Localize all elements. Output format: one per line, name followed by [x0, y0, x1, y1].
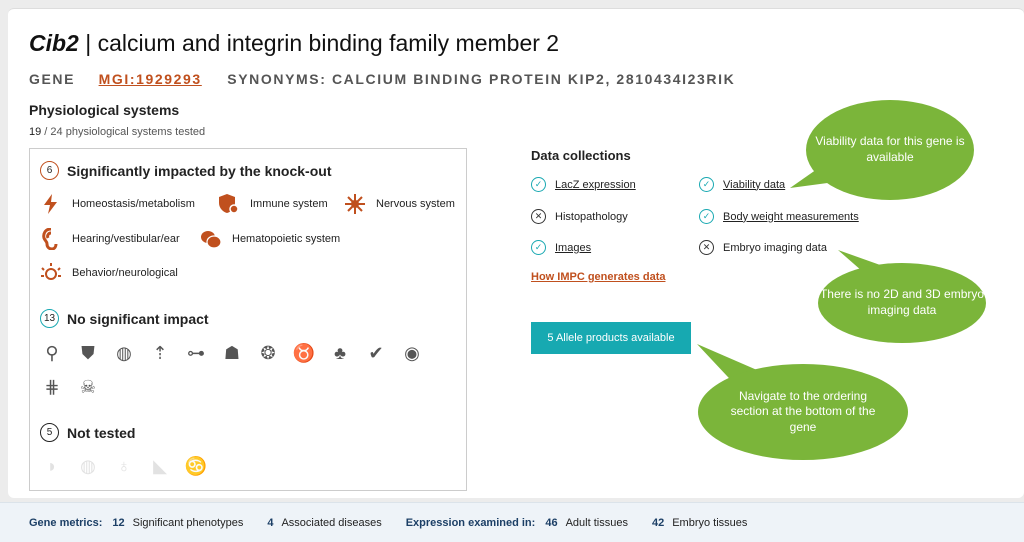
- check-icon: ✓: [531, 240, 546, 255]
- embryo-imaging-callout: There is no 2D and 3D embryo imaging dat…: [818, 263, 986, 343]
- collection-lacz: ✓ LacZ expression: [531, 177, 636, 192]
- check-icon: ✓: [699, 209, 714, 224]
- no-impact-icon-row-2: ⋕ ☠: [40, 375, 100, 399]
- system-hearing[interactable]: Hearing/vestibular/ear: [40, 228, 180, 250]
- how-impc-generates-data-link[interactable]: How IMPC generates data: [531, 271, 666, 283]
- associated-diseases-count: 4: [267, 516, 274, 529]
- tested-count: 19: [29, 126, 42, 138]
- behavior-icon: [40, 262, 62, 284]
- cross-icon: ✕: [531, 209, 546, 224]
- lungs-icon: ♋: [184, 455, 208, 476]
- collection-body-weight: ✓ Body weight measurements: [699, 209, 859, 224]
- not-tested-icon-row: ◗ ◍ ♁ ◣ ♋: [40, 454, 208, 478]
- gene-metrics-bar: Gene metrics: 12 Significant phenotypes …: [0, 502, 1024, 542]
- significant-title: Significantly impacted by the knock-out: [67, 162, 332, 179]
- significant-phenotypes-text[interactable]: Significant phenotypes: [132, 516, 244, 529]
- skeleton-icon[interactable]: ⋕: [44, 376, 60, 397]
- histopathology-label: Histopathology: [555, 210, 628, 223]
- growth-body-size-icon[interactable]: ⇡: [152, 342, 168, 363]
- embryo-tissues-count: 42: [651, 516, 665, 529]
- associated-diseases-text[interactable]: Associated diseases: [281, 516, 382, 529]
- blood-cells-icon: [200, 228, 222, 250]
- gene-name: | calcium and integrin binding family me…: [85, 30, 560, 56]
- viability-link[interactable]: Viability data: [723, 178, 786, 191]
- system-label: Immune system: [250, 198, 328, 210]
- system-label: Homeostasis/metabolism: [72, 198, 195, 210]
- system-hematopoietic[interactable]: Hematopoietic system: [200, 228, 340, 250]
- images-link[interactable]: Images: [555, 241, 592, 254]
- tested-suffix: / 24 physiological systems tested: [41, 126, 206, 138]
- collection-histopathology: ✕ Histopathology: [531, 209, 628, 224]
- collection-viability: ✓ Viability data: [699, 177, 785, 192]
- check-icon: ✓: [699, 177, 714, 192]
- eye-icon[interactable]: ◉: [404, 342, 420, 363]
- expression-label: Expression examined in:: [405, 516, 536, 529]
- system-homeostasis[interactable]: Homeostasis/metabolism: [40, 193, 195, 215]
- skin-icon[interactable]: ⛊: [81, 342, 95, 363]
- shield-icon: [218, 193, 240, 215]
- vision-sphere-icon[interactable]: ◍: [116, 342, 132, 363]
- limbs-icon[interactable]: ✔: [368, 342, 384, 363]
- gene-symbol: Cib2: [29, 30, 79, 56]
- stomach-icon: ◗: [46, 455, 58, 476]
- cardiovascular-icon[interactable]: ♣: [334, 342, 346, 363]
- system-label: Nervous system: [376, 198, 455, 210]
- no-impact-title: No significant impact: [67, 310, 209, 327]
- cross-icon: ✕: [699, 240, 714, 255]
- not-tested-section-header: 5 Not tested: [40, 423, 135, 442]
- no-impact-section-header: 13 No significant impact: [40, 309, 209, 328]
- lightning-icon: [40, 193, 62, 215]
- body-weight-link[interactable]: Body weight measurements: [723, 210, 859, 223]
- ear-icon: [40, 228, 62, 250]
- physiological-systems-title: Physiological systems: [29, 102, 180, 118]
- growth-icon[interactable]: ⚲: [45, 342, 59, 363]
- liver-icon: ◣: [153, 455, 167, 476]
- significant-count-badge: 6: [40, 161, 59, 180]
- no-impact-count-badge: 13: [40, 309, 59, 328]
- gene-meta: GENE MGI:1929293 SYNONYMS: CALCIUM BINDI…: [29, 71, 735, 87]
- collection-images: ✓ Images: [531, 240, 591, 255]
- viability-callout: Viability data for this gene is availabl…: [806, 100, 974, 200]
- metrics-label: Gene metrics:: [29, 516, 103, 529]
- mortality-icon[interactable]: ☠: [79, 376, 97, 397]
- adult-tissues-text[interactable]: Adult tissues: [565, 516, 628, 529]
- system-behavior[interactable]: Behavior/neurological: [40, 262, 178, 284]
- not-tested-count-badge: 5: [40, 423, 59, 442]
- skull-icon[interactable]: ☗: [223, 342, 241, 363]
- kidney-icon[interactable]: ♉: [292, 342, 316, 363]
- cell-icon: ◍: [80, 455, 96, 476]
- significant-section-header: 6 Significantly impacted by the knock-ou…: [40, 161, 331, 180]
- synonyms: SYNONYMS: CALCIUM BINDING PROTEIN KIP2, …: [227, 71, 736, 87]
- not-tested-title: Not tested: [67, 424, 136, 441]
- adult-tissues-count: 46: [545, 516, 558, 529]
- data-collections-title: Data collections: [531, 148, 631, 163]
- system-label: Behavior/neurological: [72, 267, 178, 279]
- embryo-tissues-text[interactable]: Embryo tissues: [672, 516, 748, 529]
- system-immune[interactable]: Immune system: [218, 193, 328, 215]
- mgi-link[interactable]: MGI:1929293: [98, 71, 202, 87]
- ordering-callout: Navigate to the ordering section at the …: [698, 364, 908, 460]
- brain-icon[interactable]: ❂: [260, 342, 276, 363]
- system-nervous[interactable]: Nervous system: [344, 193, 455, 215]
- allele-products-button[interactable]: 5 Allele products available: [531, 322, 691, 354]
- system-label: Hearing/vestibular/ear: [72, 233, 180, 245]
- significant-phenotypes-count: 12: [112, 516, 125, 529]
- no-impact-icon-row: ⚲ ⛊ ◍ ⇡ ⊶ ☗ ❂ ♉ ♣ ✔ ◉: [40, 341, 424, 365]
- muscle-icon[interactable]: ⊶: [187, 342, 205, 363]
- physiological-systems-panel: 6 Significantly impacted by the knock-ou…: [29, 148, 467, 491]
- neuron-icon: [344, 193, 366, 215]
- lacz-link[interactable]: LacZ expression: [555, 178, 636, 191]
- reproductive-icon: ♁: [117, 455, 131, 476]
- gene-label: GENE: [29, 71, 76, 87]
- system-label: Hematopoietic system: [232, 233, 341, 245]
- page-title: Cib2 | calcium and integrin binding fami…: [29, 30, 559, 57]
- check-icon: ✓: [531, 177, 546, 192]
- physiological-systems-tested: 19 / 24 physiological systems tested: [29, 126, 205, 138]
- embryo-imaging-label: Embryo imaging data: [723, 241, 827, 254]
- collection-embryo-imaging: ✕ Embryo imaging data: [699, 240, 827, 255]
